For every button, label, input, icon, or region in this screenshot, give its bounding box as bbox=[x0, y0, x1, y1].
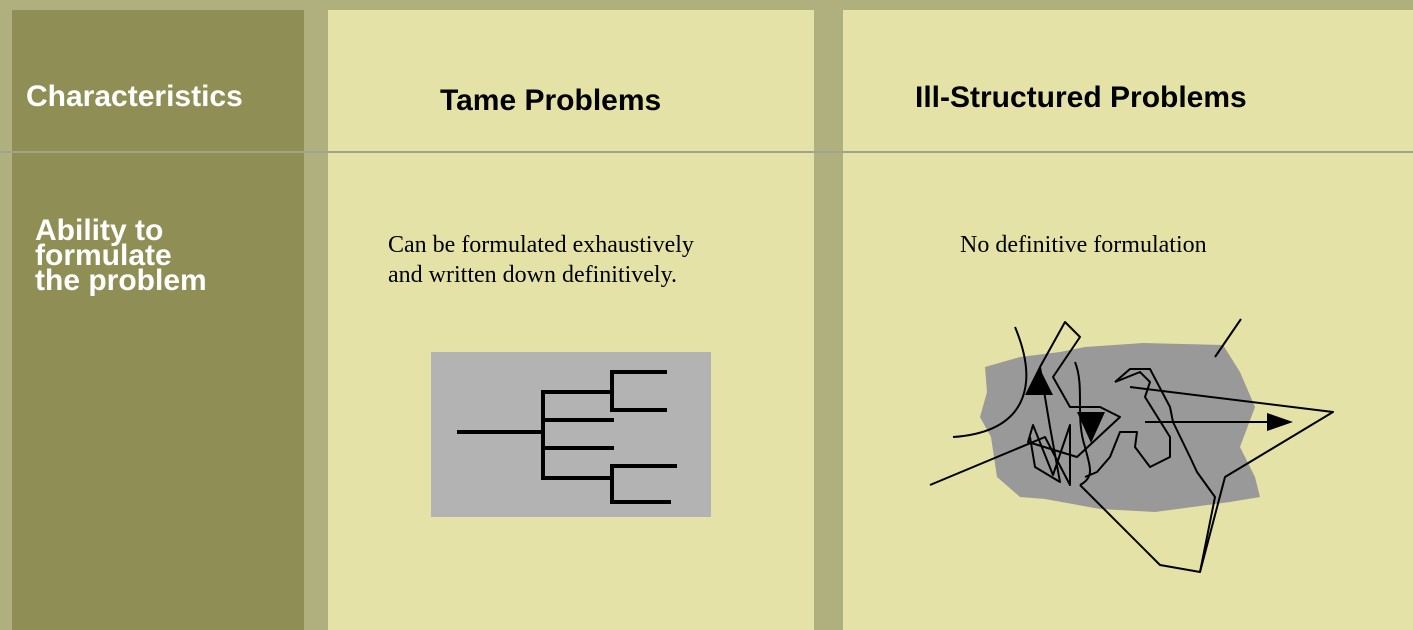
tangled-arrow-up-icon bbox=[1025, 367, 1053, 395]
tangled-problem-lines bbox=[929, 318, 1334, 573]
tame-problems-header: Tame Problems bbox=[440, 84, 662, 117]
tree-diagram-lines bbox=[457, 370, 677, 504]
ill-structured-problems-column: Ill-Structured Problems No definitive fo… bbox=[843, 10, 1413, 630]
tame-problems-column: Tame Problems Can be formulated exhausti… bbox=[328, 10, 814, 630]
tangled-problem-diagram bbox=[925, 307, 1345, 607]
header-row-divider bbox=[0, 151, 1413, 153]
characteristics-header: Characteristics bbox=[26, 80, 243, 113]
ill-structured-problems-header: Ill-Structured Problems bbox=[915, 81, 1247, 114]
characteristics-column: Characteristics Ability to formulate the… bbox=[12, 10, 304, 630]
tangled-line-1 bbox=[929, 321, 1121, 486]
tangled-arrow-down-icon bbox=[1077, 412, 1105, 443]
tangled-curve-left bbox=[952, 326, 1028, 438]
tame-formulation-text: Can be formulated exhaustively and writt… bbox=[388, 232, 694, 288]
tangled-line-top-right bbox=[1214, 318, 1242, 358]
row-label-ability-to-formulate: Ability to formulate the problem bbox=[35, 214, 207, 297]
tangled-loop bbox=[1084, 371, 1171, 478]
tangled-line-2 bbox=[1079, 368, 1216, 573]
tree-diagram bbox=[431, 352, 711, 517]
tangled-line-3 bbox=[1129, 386, 1334, 573]
ill-structured-formulation-text: No definitive formulation bbox=[960, 232, 1207, 258]
tangled-gray-blob bbox=[980, 343, 1260, 512]
tangled-arrow-right-icon bbox=[1267, 413, 1293, 431]
